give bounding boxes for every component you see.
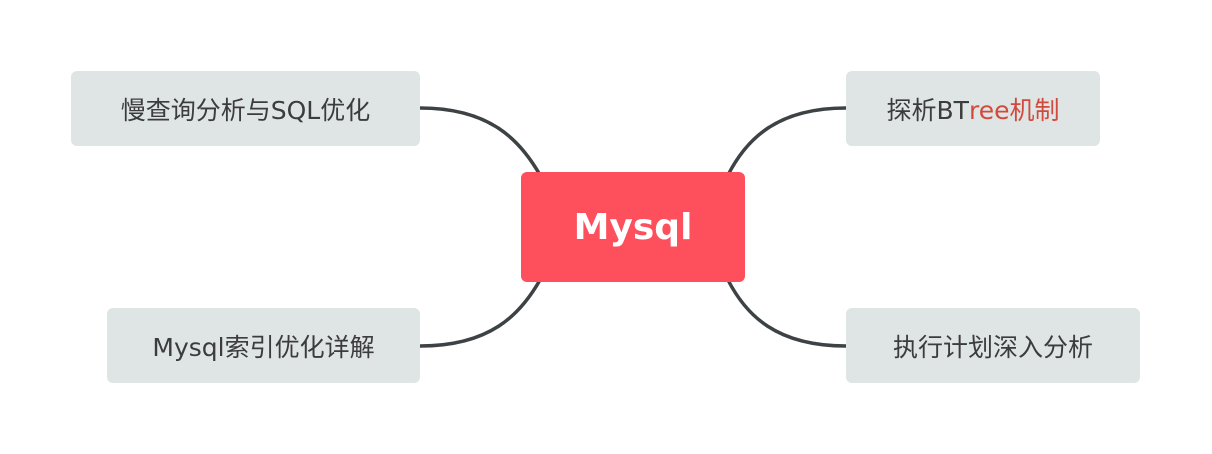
connector-btree <box>726 106 848 177</box>
connector-explain <box>726 278 848 348</box>
topic-label-plain: 探析BT <box>886 95 969 125</box>
topic-mysql-index-optimization[interactable]: Mysql索引优化详解 <box>107 308 420 383</box>
topic-label: Mysql索引优化详解 <box>152 332 375 362</box>
central-topic-label: Mysql <box>573 206 693 248</box>
topic-label-accent: ree机制 <box>968 95 1060 125</box>
topic-label: 慢查询分析与SQL优化 <box>120 95 371 125</box>
central-topic-mysql[interactable]: Mysql <box>521 172 745 282</box>
connector-slow-query <box>418 106 542 177</box>
topic-slow-query-sql-optimization[interactable]: 慢查询分析与SQL优化 <box>71 71 420 146</box>
connector-index <box>418 278 542 348</box>
topic-label: 执行计划深入分析 <box>892 332 1093 362</box>
topic-execution-plan-analysis[interactable]: 执行计划深入分析 <box>846 308 1140 383</box>
